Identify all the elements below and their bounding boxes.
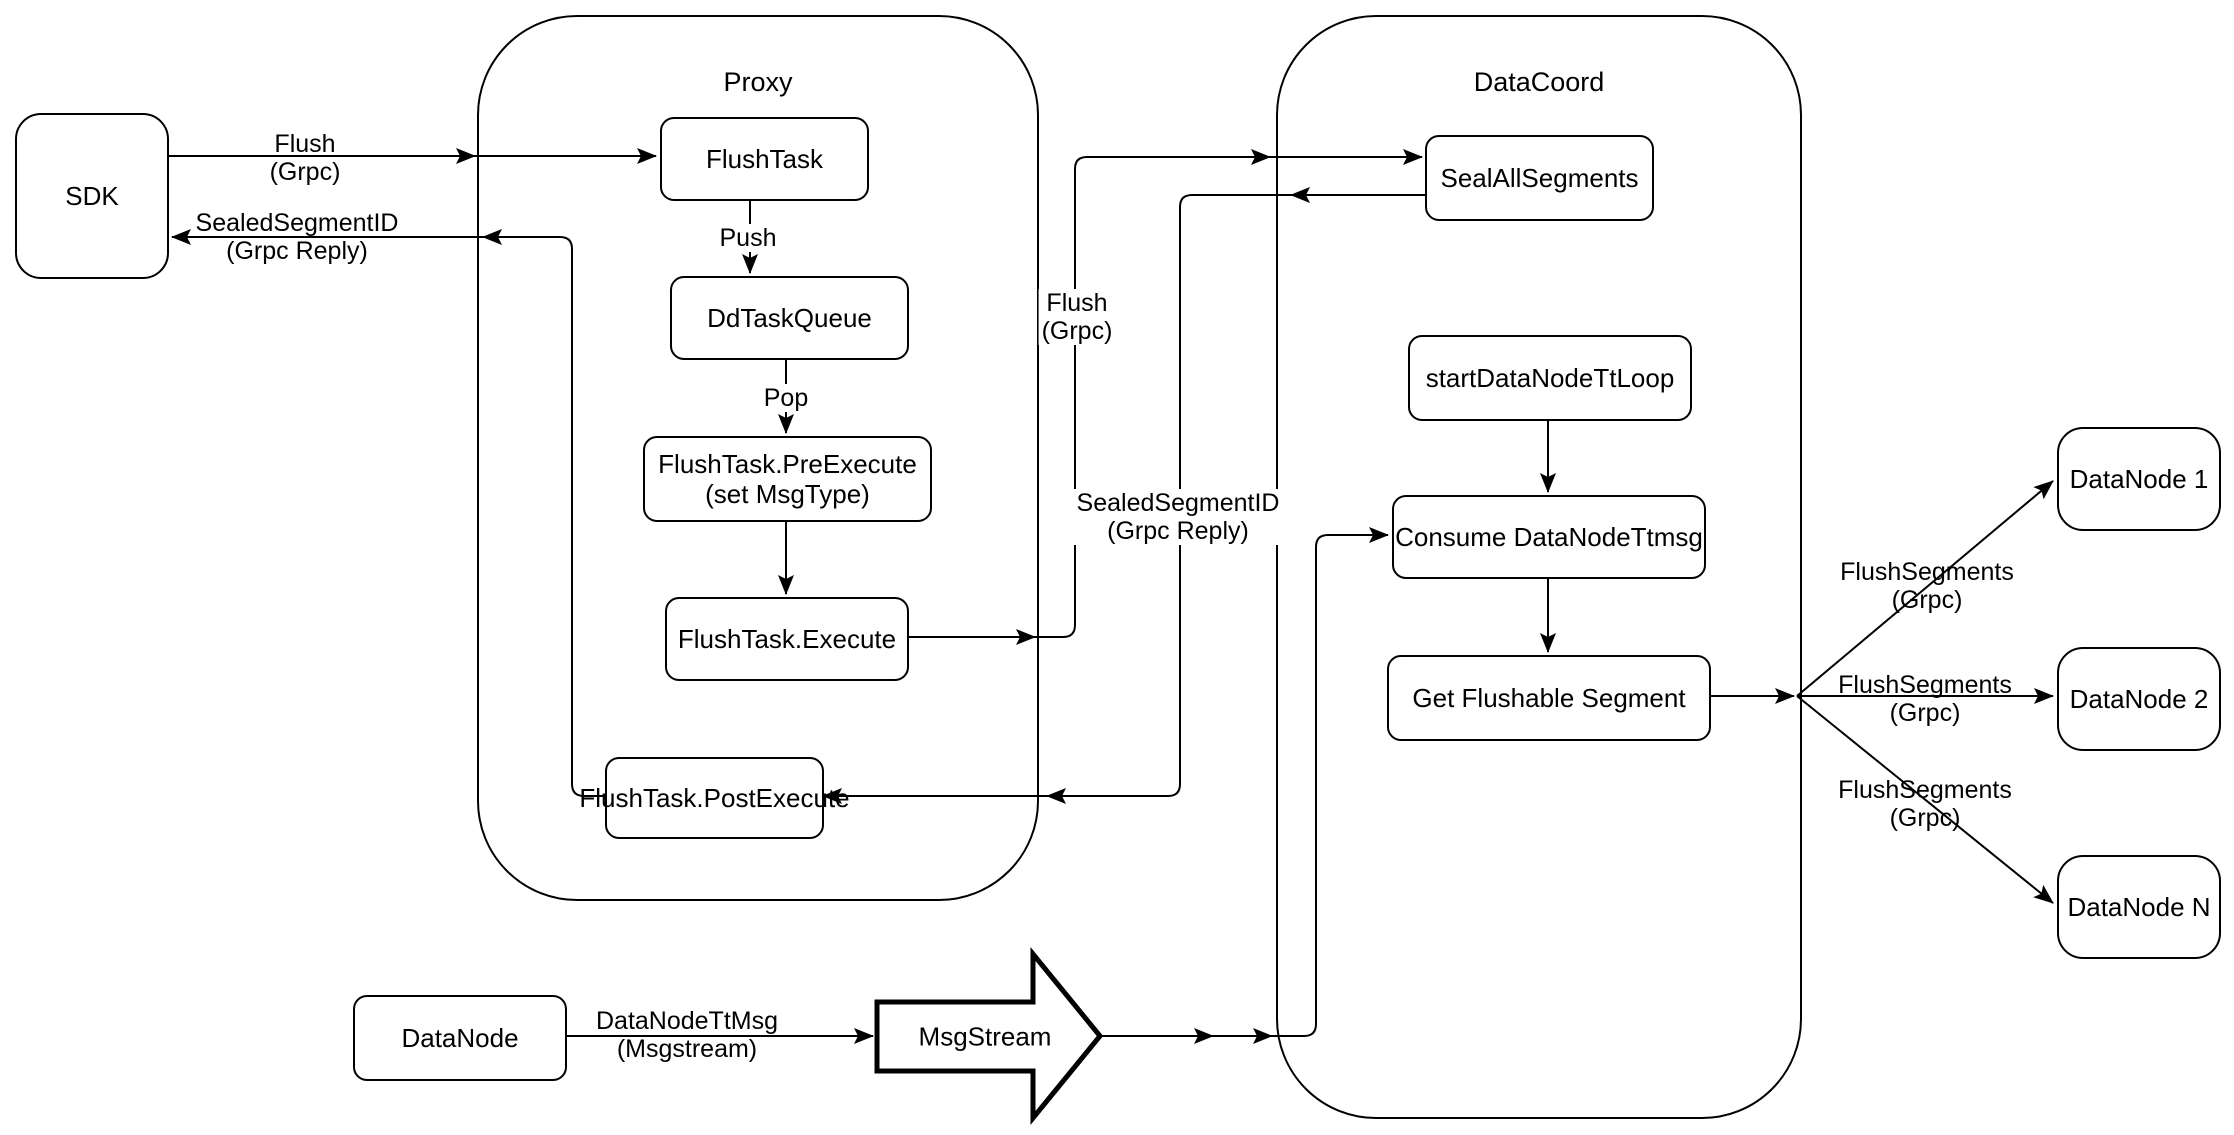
container-proxy-title: Proxy xyxy=(723,67,793,97)
container-proxy: Proxy xyxy=(477,15,1039,901)
node-start-datanode-tt-loop: startDataNodeTtLoop xyxy=(1408,335,1692,421)
node-datanode-bottom: DataNode xyxy=(353,995,567,1081)
node-consume-datanode-ttmsg: Consume DataNodeTtmsg xyxy=(1392,495,1706,579)
node-dd-task-queue: DdTaskQueue xyxy=(670,276,909,360)
node-seal-all-segments: SealAllSegments xyxy=(1425,135,1654,221)
edge-label-flush-segments-3: FlushSegments (Grpc) xyxy=(1838,776,2012,832)
edge-fan-to-datanode1 xyxy=(1796,480,2054,697)
edge-label-flush-grpc-datacoord: Flush (Grpc) xyxy=(1038,289,1116,345)
node-datanode-n: DataNode N xyxy=(2057,855,2221,959)
edge-label-flush-grpc-sdk: Flush (Grpc) xyxy=(269,130,341,186)
node-get-flushable-segment: Get Flushable Segment xyxy=(1387,655,1711,741)
node-flush-task: FlushTask xyxy=(660,117,869,201)
container-datacoord-title: DataCoord xyxy=(1473,67,1605,97)
edge-msgstream-to-consume xyxy=(1100,527,1389,1037)
msgstream-block-arrow xyxy=(874,946,1104,1126)
edge-label-flush-segments-2: FlushSegments (Grpc) xyxy=(1838,671,2012,727)
edge-label-datanode-tt-msg: DataNodeTtMsg (Msgstream) xyxy=(595,1007,779,1063)
boundary-arrowheads xyxy=(456,148,1310,1044)
edge-label-pop: Pop xyxy=(760,384,812,412)
edge-label-push: Push xyxy=(716,224,780,252)
edge-label-flush-segments-1: FlushSegments (Grpc) xyxy=(1840,558,2014,614)
node-flush-task-post-execute: FlushTask.PostExecute xyxy=(579,757,850,839)
node-sdk: SDK xyxy=(15,113,169,279)
edge-postexecute-to-sdk xyxy=(171,229,605,797)
node-flush-task-execute: FlushTask.Execute xyxy=(665,597,909,681)
node-flush-task-pre-execute: FlushTask.PreExecute (set MsgType) xyxy=(643,436,932,522)
node-datanode-2: DataNode 2 xyxy=(2057,647,2221,751)
node-datanode-1: DataNode 1 xyxy=(2057,427,2221,531)
edge-label-sealed-segment-id-datacoord: SealedSegmentID (Grpc Reply) xyxy=(1073,489,1283,545)
edge-execute-to-sealallsegments xyxy=(905,149,1423,638)
edge-label-sealed-segment-id-sdk: SealedSegmentID (Grpc Reply) xyxy=(195,209,399,265)
msgstream-label: MsgStream xyxy=(918,1021,1052,1052)
container-datacoord: DataCoord xyxy=(1276,15,1802,1119)
edge-fan-to-datanoden xyxy=(1796,695,2054,904)
